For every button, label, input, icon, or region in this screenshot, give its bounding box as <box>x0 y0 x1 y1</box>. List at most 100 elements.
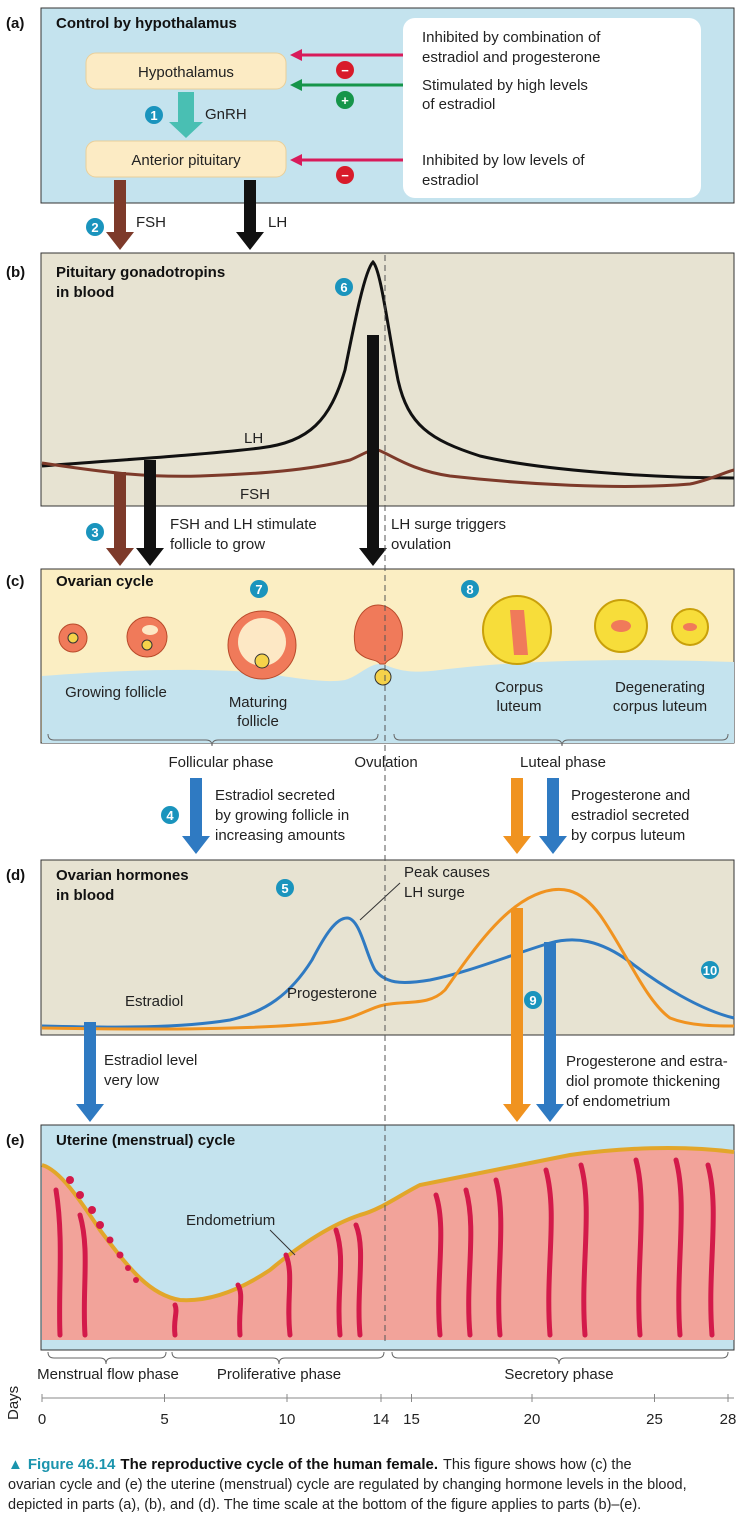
maturing-follicle-label-line-2: follicle <box>237 713 279 730</box>
note-1-line-2: estradiol and progesterone <box>422 49 600 66</box>
lh-release-label: LH <box>268 214 287 231</box>
lh-curve-label: LH <box>244 430 263 447</box>
note-2-line-1: Stimulated by high levels <box>422 77 588 94</box>
progesterone-note-line-1: Progesterone and <box>571 787 690 804</box>
fsh-curve-label: FSH <box>240 486 270 503</box>
days-axis-label: Days <box>5 1386 22 1420</box>
panel-c-title: Ovarian cycle <box>56 573 154 590</box>
follicular-phase-label: Follicular phase <box>168 754 273 771</box>
day-tick-label: 5 <box>160 1411 168 1428</box>
day-tick-label: 28 <box>720 1411 737 1428</box>
step-2-number: 2 <box>91 220 98 235</box>
caption-marker: ▲ <box>8 1456 23 1473</box>
maturing-oocyte <box>255 654 269 668</box>
caption-text-1: This figure shows how (c) the <box>443 1457 632 1473</box>
panel-a-title: Control by hypothalamus <box>56 15 237 32</box>
proliferative-bracket <box>172 1352 384 1364</box>
day-axis-ticks: 05101415202528 <box>38 1394 737 1428</box>
degenerating-core-large <box>611 620 631 632</box>
panel-c: (c) Ovarian cycle 7 8 Growing follicle M… <box>6 569 734 746</box>
day-tick-label: 25 <box>646 1411 663 1428</box>
lh-surge-note-line-2: ovulation <box>391 536 451 553</box>
estradiol-note-line-1: Estradiol secreted <box>215 787 335 804</box>
panel-b-title-line-1: Pituitary gonadotropins <box>56 264 225 281</box>
secretory-bracket <box>392 1352 728 1364</box>
degenerating-core-small <box>683 623 697 631</box>
progesterone-note-line-3: by corpus luteum <box>571 827 685 844</box>
panel-d-title-line-2: in blood <box>56 887 114 904</box>
progesterone-curve-label: Progesterone <box>287 985 377 1002</box>
minus-sign-2: − <box>341 168 349 183</box>
maturing-follicle-label-line-1: Maturing <box>229 694 287 711</box>
degenerating-label-line-2: corpus luteum <box>613 698 707 715</box>
ovulation-label: Ovulation <box>354 754 417 771</box>
panel-d-title-line-1: Ovarian hormones <box>56 867 189 884</box>
secondary-oocyte <box>142 640 152 650</box>
degenerating-label-line-1: Degenerating <box>615 679 705 696</box>
thickening-note-line-3: of endometrium <box>566 1093 670 1110</box>
day-tick-label: 10 <box>279 1411 296 1428</box>
minus-sign-1: − <box>341 63 349 78</box>
day-tick-label: 20 <box>524 1411 541 1428</box>
step-5-number: 5 <box>281 881 288 896</box>
secondary-follicle-antrum <box>142 625 158 635</box>
proliferative-phase-label: Proliferative phase <box>217 1366 341 1383</box>
peak-note-line-2: LH surge <box>404 884 465 901</box>
note-2-line-2: of estradiol <box>422 96 495 113</box>
caption-line-2: ovarian cycle and (e) the uterine (menst… <box>8 1477 687 1493</box>
endometrium-label: Endometrium <box>186 1212 275 1229</box>
ovulated-oocyte <box>375 669 391 685</box>
plus-sign: + <box>341 93 349 108</box>
caption-line-3: depicted in parts (a), (b), and (d). The… <box>8 1497 641 1513</box>
progesterone-note-line-2: estradiol secreted <box>571 807 689 824</box>
follicle-growth-note-line-2: follicle to grow <box>170 536 265 553</box>
progesterone-secretion-arrow <box>503 778 531 854</box>
step-4-number: 4 <box>166 808 174 823</box>
panel-e: (e) Uterine (menstrual) cycle <box>6 1125 734 1350</box>
step-6-number: 6 <box>340 280 347 295</box>
day-tick-label: 14 <box>373 1411 390 1428</box>
primary-oocyte <box>68 633 78 643</box>
artery-3 <box>175 1305 176 1335</box>
estradiol-note-line-3: increasing amounts <box>215 827 345 844</box>
panel-e-tag: (e) <box>6 1132 24 1149</box>
estradiol-secretion-arrow <box>182 778 210 854</box>
panel-d: (d) Ovarian hormones in blood 5 Peak cau… <box>6 860 734 1035</box>
step-7-number: 7 <box>255 582 262 597</box>
secondary-follicle <box>127 617 167 657</box>
step-9-number: 9 <box>529 993 536 1008</box>
estradiol-curve-label: Estradiol <box>125 993 183 1010</box>
luteal-estradiol-secretion-arrow <box>539 778 567 854</box>
secretion-arrows-c-to-d: 4 Estradiol secreted by growing follicle… <box>161 778 690 854</box>
menstrual-phase-label: Menstrual flow phase <box>37 1366 179 1383</box>
thickening-note-line-2: diol promote thickening <box>566 1073 720 1090</box>
follicle-growth-note-line-1: FSH and LH stimulate <box>170 516 317 533</box>
note-1-line-1: Inhibited by combination of <box>422 29 601 46</box>
gnrh-label: GnRH <box>205 106 247 123</box>
thickening-note-line-1: Progesterone and estra- <box>566 1053 728 1070</box>
note-3-line-2: estradiol <box>422 172 479 189</box>
luteal-phase-label: Luteal phase <box>520 754 606 771</box>
peak-note-line-1: Peak causes <box>404 864 490 881</box>
step-10-number: 10 <box>703 963 717 978</box>
panel-b-title-line-2: in blood <box>56 284 114 301</box>
low-estradiol-note-line-1: Estradiol level <box>104 1052 197 1069</box>
estradiol-note-line-2: by growing follicle in <box>215 807 349 824</box>
low-estradiol-note-line-2: very low <box>104 1072 159 1089</box>
panel-a: (a) Control by hypothalamus Hypothalamus… <box>6 8 734 203</box>
step-8-number: 8 <box>466 582 473 597</box>
uterine-phase-brackets <box>48 1352 728 1364</box>
panel-a-tag: (a) <box>6 15 24 32</box>
hypothalamus-label: Hypothalamus <box>138 64 234 81</box>
note-3-line-1: Inhibited by low levels of <box>422 152 585 169</box>
low-estradiol-arrow <box>76 1022 104 1122</box>
caption-figure-number: Figure 46.14 <box>28 1456 116 1473</box>
panel-c-tag: (c) <box>6 573 24 590</box>
day-tick-label: 15 <box>403 1411 420 1428</box>
anterior-pituitary-label: Anterior pituitary <box>131 152 241 169</box>
corpus-luteum-label-line-1: Corpus <box>495 679 543 696</box>
